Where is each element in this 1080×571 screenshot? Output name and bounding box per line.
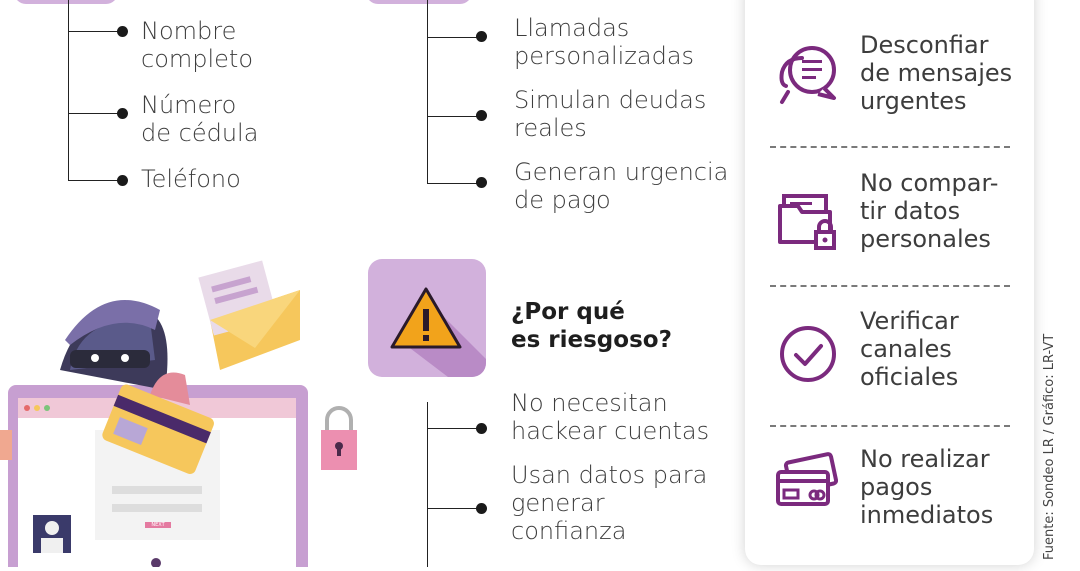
screen-next-button: NEXT <box>151 522 165 528</box>
risk-heading: ¿Por qué es riesgoso? <box>511 299 672 353</box>
list-item: Simulan deudas reales <box>514 86 707 142</box>
list-item: Llamadas personalizadas <box>514 14 695 70</box>
chat-bubbles-icon <box>779 46 836 104</box>
tip-item: Desconfiar de mensajes urgentes <box>860 31 1013 115</box>
tip-item: No realizar pagos inmediatos <box>860 445 994 529</box>
divider <box>770 425 1010 427</box>
padlock-icon <box>321 406 357 470</box>
tip-item: Verificar canales oficiales <box>860 307 959 391</box>
tip-item: No compar- tir datos personales <box>860 169 999 253</box>
list-item: Generan urgencia de pago <box>514 158 729 214</box>
scam-illustration: NEXT <box>0 250 370 571</box>
header-box-middle <box>366 0 472 4</box>
credit-cards-icon <box>776 452 838 506</box>
header-box-left <box>14 0 118 4</box>
locked-folder-icon <box>778 194 836 250</box>
list-item: Número de cédula <box>141 91 259 147</box>
list-item: Nombre completo <box>141 17 254 73</box>
warning-tile <box>368 259 486 377</box>
list-item: Teléfono <box>141 165 241 193</box>
divider <box>770 285 1010 287</box>
warning-triangle-icon <box>390 287 486 377</box>
list-item: No necesitan hackear cuentas <box>511 389 710 445</box>
thief-computer-illustration <box>0 260 357 571</box>
source-credit: Fuente: Sondeo LR / Gráfico: LR-VT <box>1042 333 1057 560</box>
list-item: Usan datos para generar confianza <box>511 461 708 545</box>
envelope-icon <box>198 260 300 370</box>
divider <box>770 146 1010 148</box>
check-circle-icon <box>780 326 836 382</box>
